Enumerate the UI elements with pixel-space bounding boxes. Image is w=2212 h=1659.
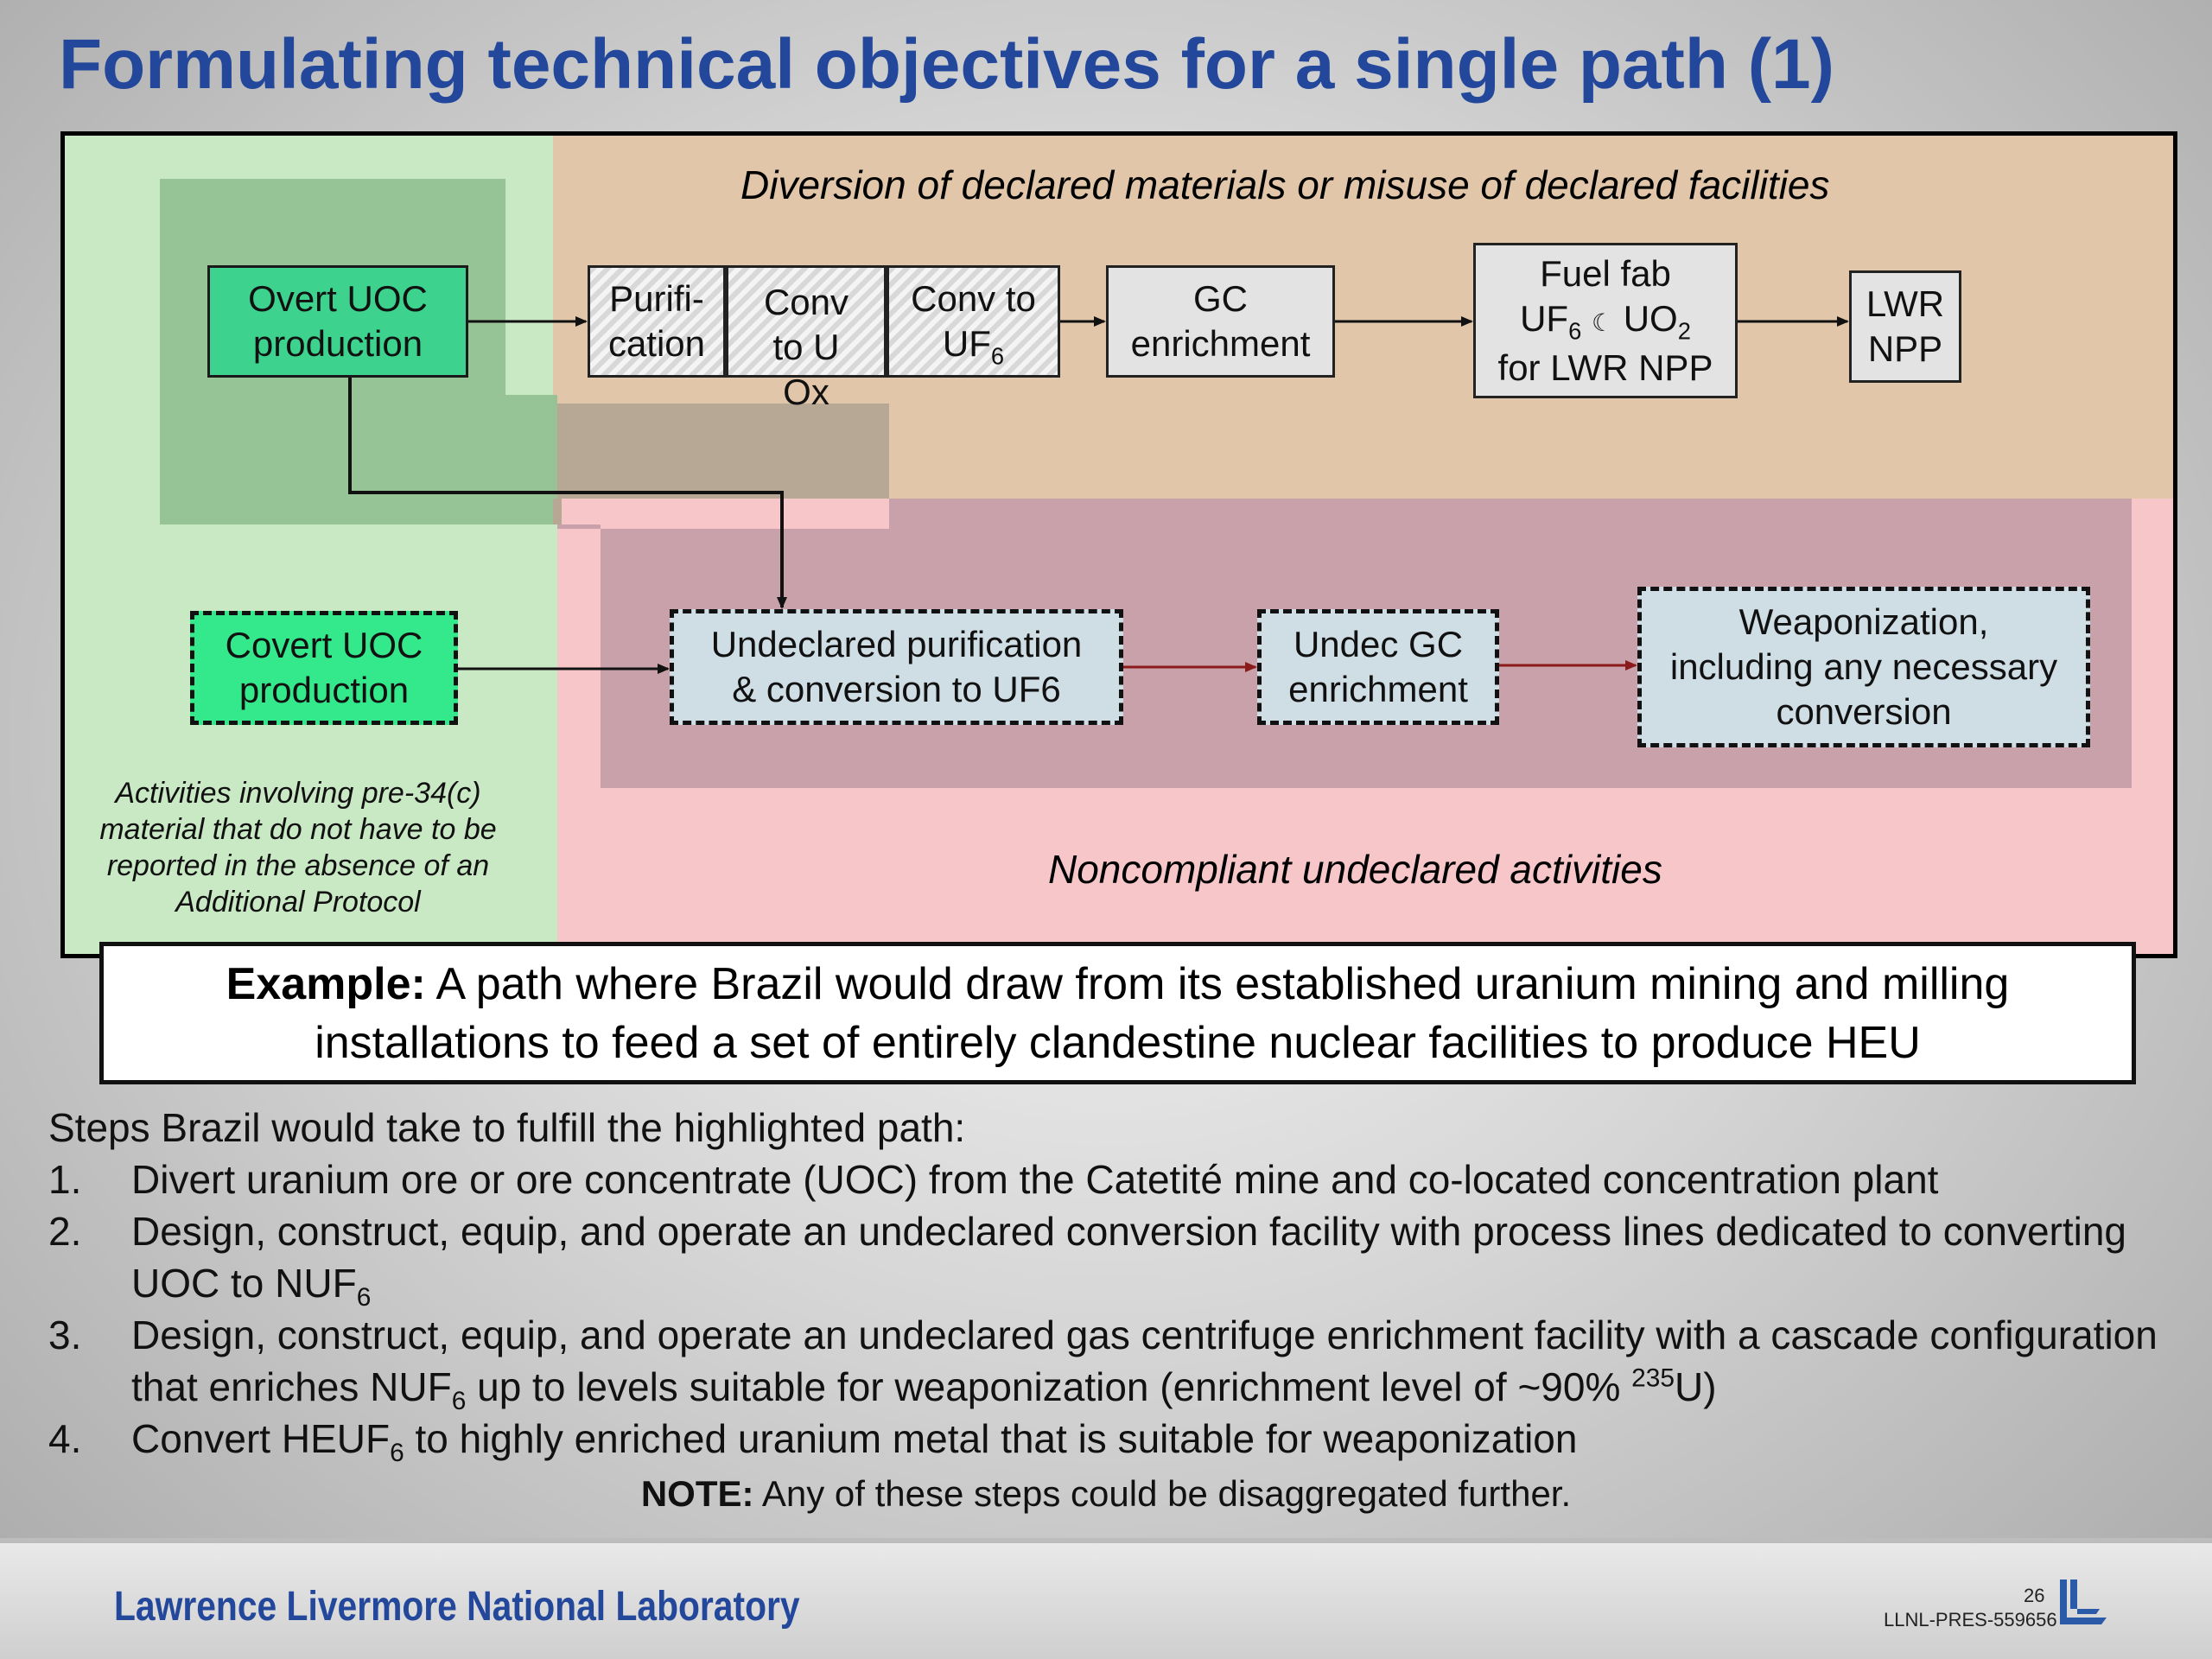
list-item: 4.Convert HEUF6 to highly enriched urani… [48, 1416, 1578, 1468]
footer [0, 1538, 2212, 1659]
page-title: Formulating technical objectives for a s… [59, 25, 1834, 104]
example-box: Example: A path where Brazil would draw … [99, 942, 2136, 1084]
declared-region-label: Diversion of declared materials or misus… [741, 162, 1830, 207]
path-diagram: Diversion of declared materials or misus… [60, 131, 2177, 958]
pre-34c-note: Activities involving pre-34(c) material … [99, 777, 497, 918]
purification-box: Purifi-cation [588, 265, 726, 378]
steps-list: Steps Brazil would take to fulfill the h… [48, 1102, 2174, 1468]
list-item: 2.Design, construct, equip, and operate … [48, 1209, 2127, 1313]
lab-name: Lawrence Livermore National Laboratory [114, 1584, 800, 1630]
arrow-overt-to-undeclared [348, 378, 787, 609]
note: NOTE: Any of these steps could be disagg… [640, 1473, 1572, 1514]
undeclared-region-label: Noncompliant undeclared activities [1048, 847, 1662, 892]
path-highlight-declared [557, 404, 889, 499]
undeclared-purification-box: Undeclared purification& conversion to U… [670, 609, 1123, 725]
llnl-logo-icon [2060, 1580, 2107, 1624]
list-item: 3.Design, construct, equip, and operate … [48, 1313, 2158, 1416]
flow-arrows [348, 316, 1849, 674]
path-highlight-green-lower [160, 395, 557, 524]
presentation-id: LLNL-PRES-559656 [1884, 1609, 2057, 1630]
page-number: 26 [2024, 1585, 2045, 1606]
list-item: 1.Divert uranium ore or ore concentrate … [48, 1157, 1939, 1202]
steps-intro: Steps Brazil would take to fulfill the h… [48, 1105, 966, 1150]
fuel-fab-box: Fuel fab UF6 ☾ UO2 for LWR NPP [1473, 243, 1738, 398]
